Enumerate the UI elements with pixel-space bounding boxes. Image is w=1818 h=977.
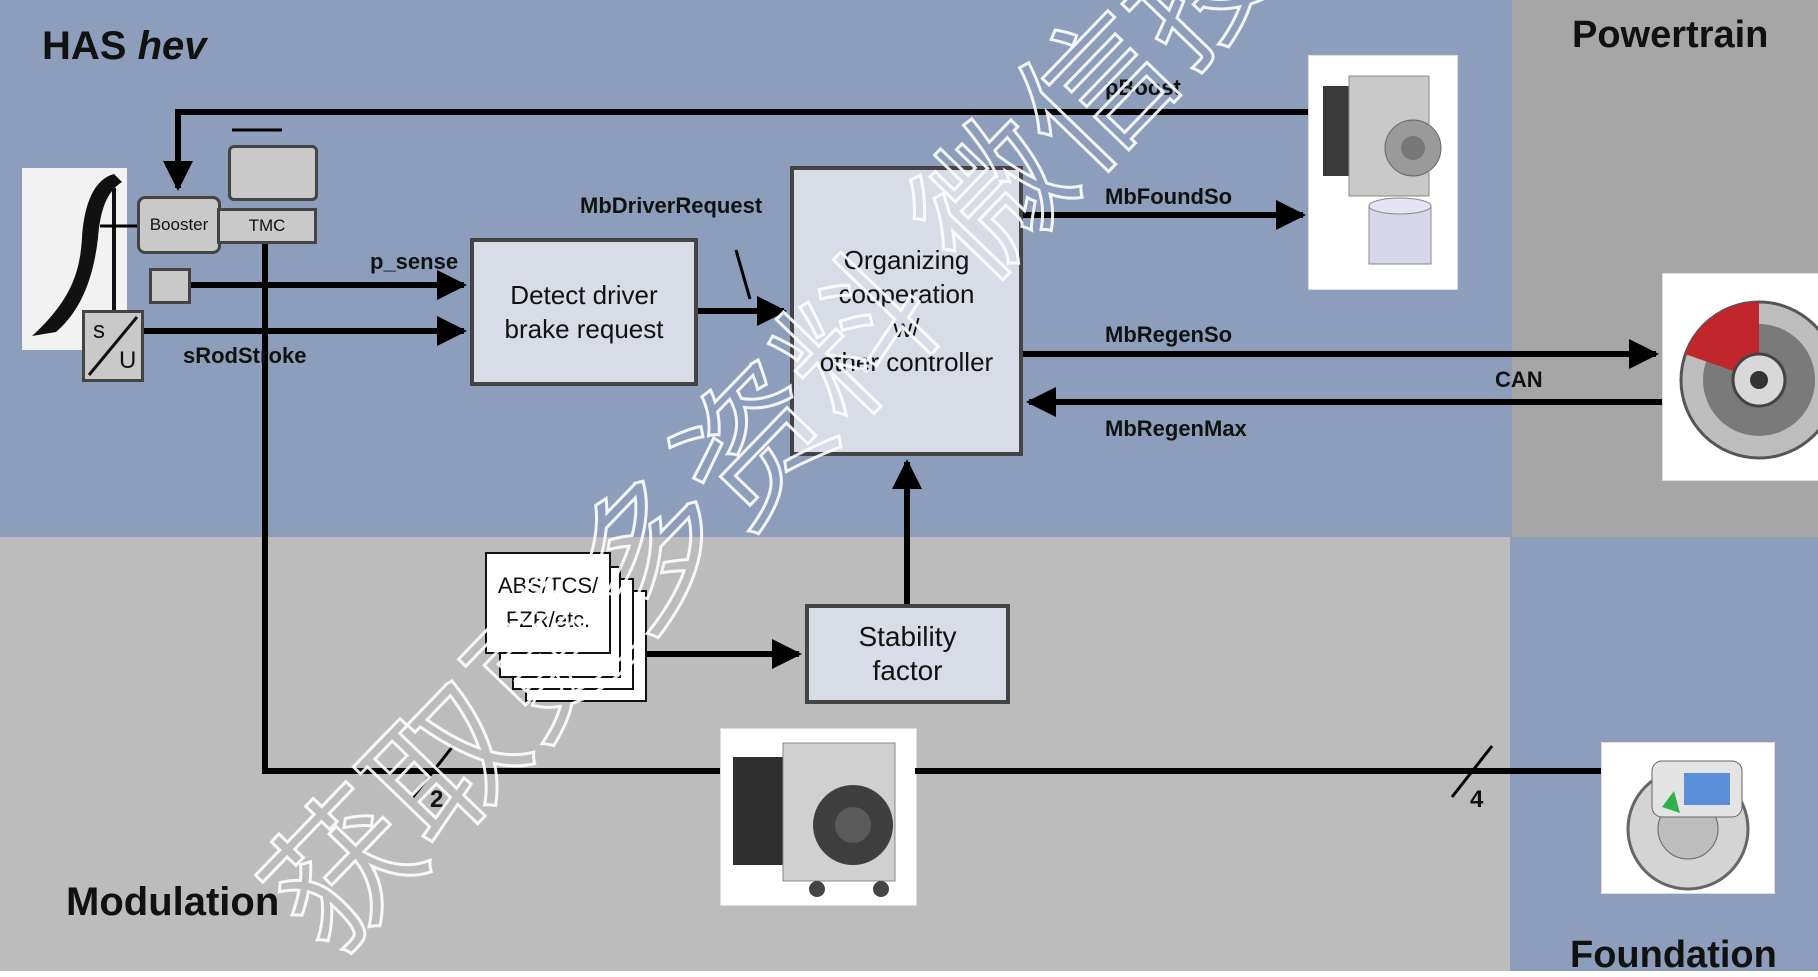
brake-caliper-photo: [1601, 742, 1775, 894]
tmc-hydraulic-line: [262, 244, 720, 774]
detect-driver-brake-request-block: Detect driver brake request: [470, 238, 698, 386]
tmc-box: TMC: [217, 208, 317, 244]
booster-box: Booster: [137, 196, 221, 254]
electric-motor-icon: [1679, 300, 1818, 460]
bus-slash-left: [411, 745, 455, 798]
srodstroke-label: sRodStroke: [183, 343, 307, 368]
pressure-sensor-box: [149, 268, 191, 304]
p-sense-label: p_sense: [370, 249, 459, 274]
mbregenmax-label: MbRegenMax: [1105, 416, 1247, 441]
abs-unit-bottom-photo: [720, 728, 917, 906]
brake-pedal-icon: [32, 174, 122, 336]
mbdriverrequest-leader: [734, 249, 752, 300]
abs-module-icon: [733, 742, 896, 897]
abs-tcs-stack-label: ABS/TCS/ FZR/etc.: [497, 573, 599, 632]
bus-slash-right: [1450, 745, 1494, 798]
mbregenso-label: MbRegenSo: [1105, 322, 1233, 347]
organizing-cooperation-block: Organizing cooperation w/ other controll…: [790, 166, 1023, 456]
hydraulic-unit-icon: [1323, 75, 1442, 265]
booster-label: Booster: [149, 215, 209, 234]
sensor-divider: [87, 316, 139, 376]
abs-unit-top-photo: [1308, 55, 1458, 290]
foundation-label: Foundation: [1570, 934, 1777, 976]
stroke-sensor-box: s U: [82, 310, 144, 382]
bus-count-right-label: 4: [1470, 786, 1484, 813]
reservoir-box: [228, 145, 318, 201]
sensor-u-label: U: [119, 347, 137, 374]
modulation-label: Modulation: [66, 880, 280, 924]
bus-count-left-label: 2: [430, 786, 444, 813]
powertrain-label: Powertrain: [1572, 14, 1769, 56]
has-hev-label: HAS hev: [42, 24, 207, 68]
pboost-label: pBoost: [1105, 75, 1181, 100]
tmc-label: TMC: [248, 216, 286, 235]
has-hev-zone: [0, 0, 1510, 539]
can-label: CAN: [1495, 367, 1543, 392]
electric-motor-photo: [1662, 273, 1818, 481]
stability-factor-block: Stability factor: [805, 604, 1010, 704]
pboost-wire: [163, 109, 1308, 191]
sensor-s-label: s: [93, 317, 105, 344]
brake-caliper-icon: [1626, 760, 1750, 891]
mbdriverrequest-label: MbDriverRequest: [580, 193, 763, 218]
stack-card-1: [485, 552, 611, 654]
mbfoundso-label: MbFoundSo: [1105, 184, 1233, 209]
